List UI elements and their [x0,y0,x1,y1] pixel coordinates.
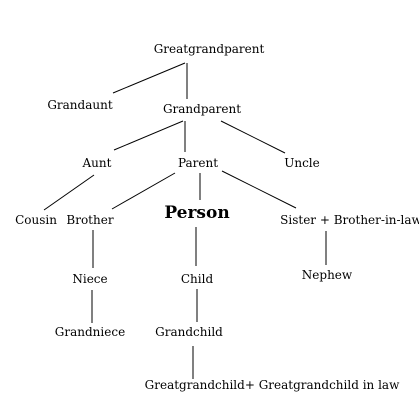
edge-aunt-to-cousin [43,174,95,211]
node-child: Child [181,272,214,286]
node-person: Person [164,203,229,223]
edge-parent-to-brother [111,172,176,210]
node-uncle: Uncle [284,156,320,170]
node-brother: Brother [66,213,113,227]
edge-greatgrandparent-to-grandaunt [112,62,186,94]
node-sister-brother-in-law: Sister + Brother-in-law [280,213,419,227]
edge-grandparent-to-aunt [113,120,184,151]
node-grandaunt: Grandaunt [47,98,112,112]
node-cousin: Cousin [15,213,57,227]
edge-grandparent-to-uncle [220,120,286,154]
tree-edges [43,62,327,379]
node-niece: Niece [72,272,107,286]
edge-parent-to-sister-brother-in-law [221,170,297,209]
node-nephew: Nephew [302,268,353,282]
node-grandparent: Grandparent [163,102,241,116]
node-aunt: Aunt [82,156,112,170]
node-parent: Parent [178,156,218,170]
node-greatgrandchild: Greatgrandchild+ Greatgrandchild in law [145,378,400,392]
node-grandniece: Grandniece [55,325,125,339]
node-grandchild: Grandchild [155,325,223,339]
node-greatgrandparent: Greatgrandparent [154,42,265,56]
